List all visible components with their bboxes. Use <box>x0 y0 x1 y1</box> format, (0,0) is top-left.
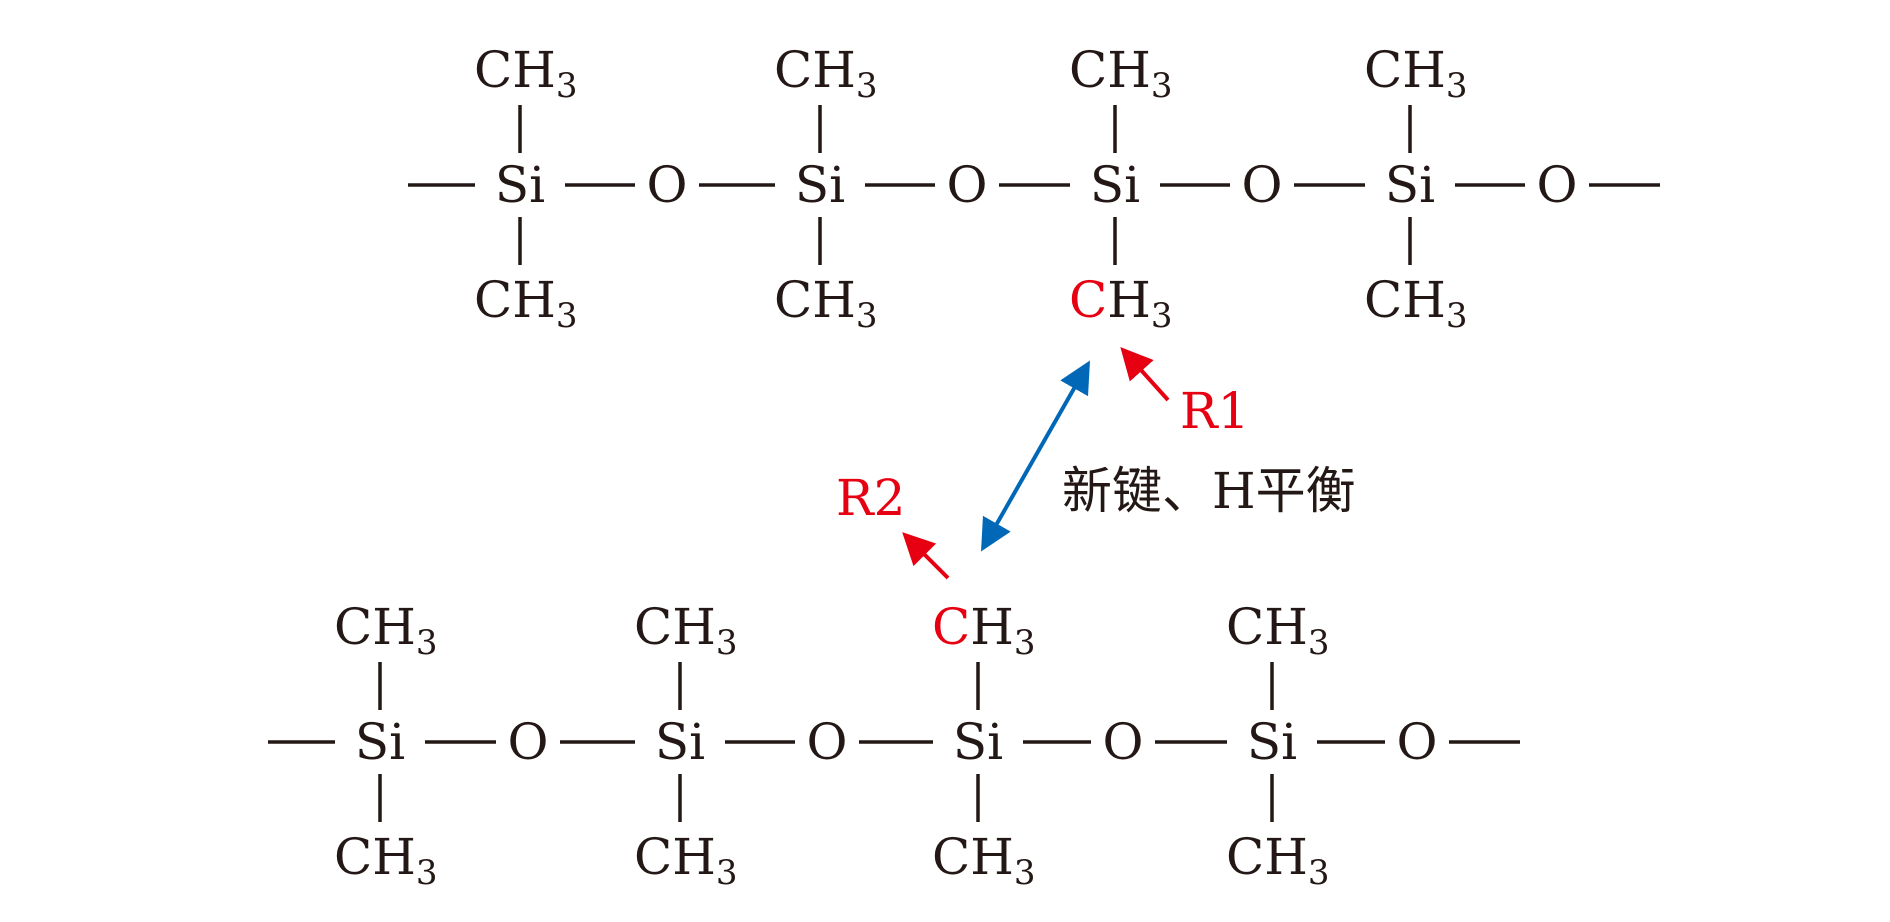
methyl-group: CH3 <box>474 41 578 106</box>
r2-arrow <box>902 532 950 580</box>
methyl-group: CH3 <box>932 828 1036 893</box>
oxygen-atom: O <box>508 713 549 771</box>
methyl-group: CH3 <box>1226 598 1330 663</box>
methyl-group: CH3 <box>474 271 578 336</box>
methyl-group: CH3 <box>774 271 878 336</box>
silicon-atom: Si <box>1090 156 1140 214</box>
oxygen-atom: O <box>807 713 848 771</box>
methyl-group: CH3 <box>334 598 438 663</box>
oxygen-atom: O <box>647 156 688 214</box>
bond-caption: 新键、H平衡 <box>1062 462 1356 520</box>
methyl-group: CH3 <box>1364 271 1468 336</box>
methyl-group: CH3 <box>634 828 738 893</box>
r2-label: R2 <box>836 469 905 527</box>
oxygen-atom: O <box>947 156 988 214</box>
silicon-atom: Si <box>1247 713 1297 771</box>
oxygen-atom: O <box>1103 713 1144 771</box>
oxygen-atom: O <box>1537 156 1578 214</box>
silicon-atom: Si <box>953 713 1003 771</box>
reactive-methyl-group: CH3 <box>1069 271 1173 336</box>
oxygen-atom: O <box>1242 156 1283 214</box>
r1-label: R1 <box>1180 382 1249 440</box>
silicon-atom: Si <box>795 156 845 214</box>
methyl-group: CH3 <box>1226 828 1330 893</box>
new-bond-arrow <box>981 360 1090 552</box>
silicon-atom: Si <box>1385 156 1435 214</box>
methyl-group: CH3 <box>774 41 878 106</box>
methyl-group: CH3 <box>334 828 438 893</box>
silicon-atom: Si <box>495 156 545 214</box>
methyl-group: CH3 <box>634 598 738 663</box>
methyl-group: CH3 <box>1364 41 1468 106</box>
silicon-atom: Si <box>355 713 405 771</box>
oxygen-atom: O <box>1397 713 1438 771</box>
reactive-methyl-group: CH3 <box>932 598 1036 663</box>
r1-arrow <box>1120 347 1170 402</box>
methyl-group: CH3 <box>1069 41 1173 106</box>
silicon-atom: Si <box>655 713 705 771</box>
